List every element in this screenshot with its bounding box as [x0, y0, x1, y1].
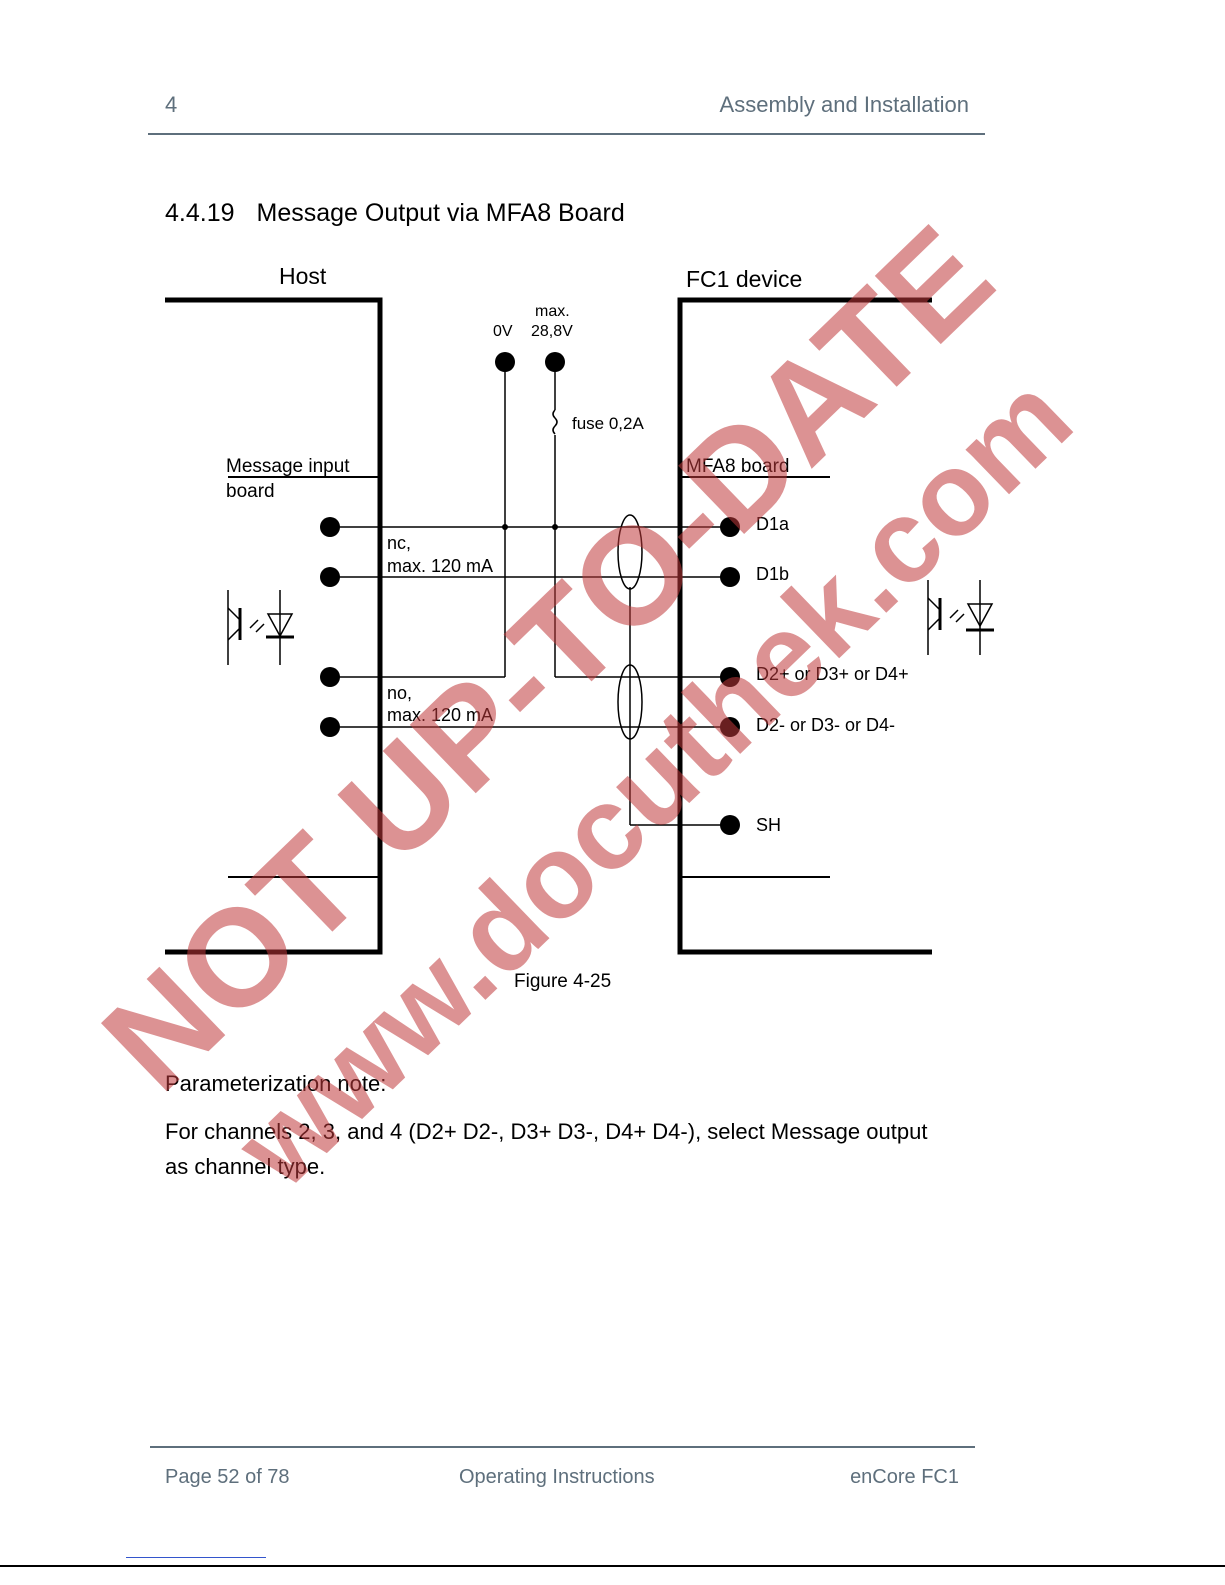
max-label: max.: [535, 303, 570, 320]
note-heading: Parameterization note:: [165, 1071, 387, 1096]
footer-page-number: Page 52 of 78: [165, 1466, 290, 1488]
nc-label-1: nc,: [387, 533, 411, 553]
bottom-link-underline[interactable]: [126, 1557, 266, 1558]
chapter-title: Assembly and Installation: [719, 92, 969, 117]
host-terminal-4: [320, 717, 340, 737]
terminal-label-d1b: D1b: [756, 564, 789, 584]
device-terminal-sh: [720, 815, 740, 835]
device-terminal-d1b: [720, 567, 740, 587]
fuse-symbol: [552, 409, 558, 435]
wiring-diagram: Host FC1 device max. 0V 28,8V fuse 0,2A …: [165, 263, 994, 955]
v0-label: 0V: [493, 323, 513, 340]
terminal-28v: [545, 352, 565, 372]
terminal-label-d2p: D2+ or D3+ or D4+: [756, 664, 909, 684]
terminal-0v: [495, 352, 515, 372]
host-terminal-1: [320, 517, 340, 537]
host-terminal-2: [320, 567, 340, 587]
optocoupler-host-icon: [227, 590, 294, 665]
bottom-divider: [0, 1565, 1225, 1567]
device-frame: [677, 297, 932, 955]
device-terminal-d2p: [720, 667, 740, 687]
no-label-2: max. 120 mA: [387, 705, 493, 725]
chapter-number: 4: [165, 92, 178, 117]
header-rule: [148, 133, 985, 135]
note-body: For channels 2, 3, and 4 (D2+ D2-, D3+ D…: [165, 1119, 928, 1179]
message-input-label-2: board: [226, 481, 275, 502]
shield-ellipse-2: [617, 664, 643, 740]
terminal-label-d1a: D1a: [756, 514, 790, 534]
terminal-label-d2m: D2- or D3- or D4-: [756, 715, 895, 735]
host-terminal-3: [320, 667, 340, 687]
no-label-1: no,: [387, 683, 412, 703]
footer-product: enCore FC1: [850, 1466, 959, 1488]
junction-dot-0v: [502, 524, 508, 530]
mfa8-board-label: MFA8 board: [686, 456, 790, 477]
section-heading: 4.4.19 Message Output via MFA8 Board: [165, 199, 625, 228]
terminal-label-sh: SH: [756, 815, 781, 835]
device-label: FC1 device: [686, 266, 802, 292]
nc-label-2: max. 120 mA: [387, 556, 493, 576]
footer-rule: [150, 1446, 975, 1448]
v28-label: 28,8V: [531, 323, 573, 340]
message-input-label-1: Message input: [226, 456, 350, 477]
device-terminal-d1a: [720, 517, 740, 537]
host-frame: [165, 297, 383, 955]
section-title: Message Output via MFA8 Board: [256, 199, 625, 227]
host-label: Host: [279, 263, 327, 289]
footer-document-type: Operating Instructions: [459, 1466, 655, 1488]
section-number: 4.4.19: [165, 199, 235, 227]
device-terminal-d2m: [720, 717, 740, 737]
fuse-label: fuse 0,2A: [572, 414, 644, 433]
figure-caption: Figure 4-25: [514, 971, 612, 992]
optocoupler-device-icon: [927, 580, 994, 655]
shield-ellipse-1: [617, 514, 643, 590]
junction-dot-28v: [552, 524, 558, 530]
